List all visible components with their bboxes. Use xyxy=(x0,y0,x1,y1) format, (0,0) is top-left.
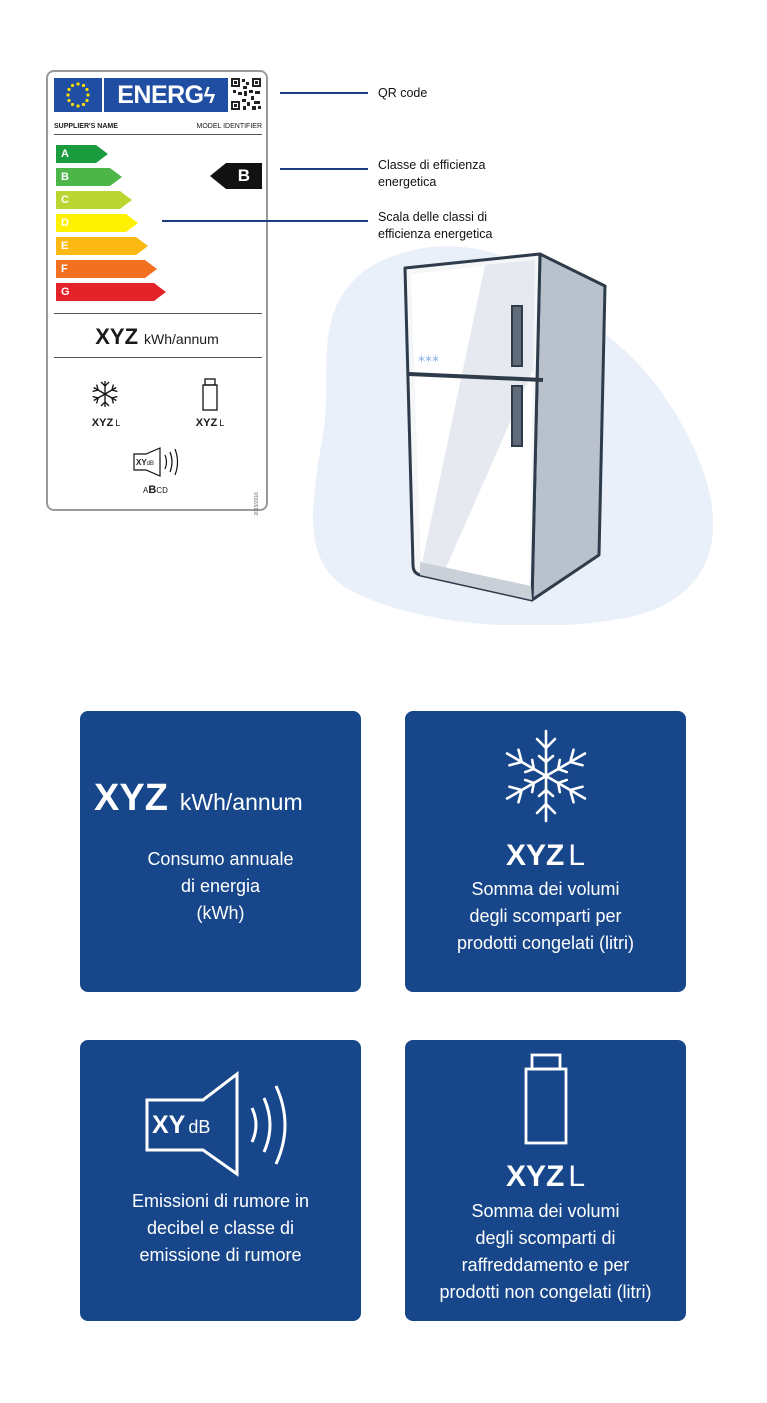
regulation-number: 2019/2016 xyxy=(254,492,260,516)
label-header: ENERGϟ xyxy=(54,78,228,112)
supplier-name: SUPPLIER'S NAME xyxy=(54,123,118,130)
noise-value: XYdB xyxy=(136,458,155,467)
eu-flag-icon xyxy=(54,78,102,112)
milk-carton-icon xyxy=(201,378,219,417)
qr-callout: QR code xyxy=(378,86,428,100)
freezer-stars: *** xyxy=(418,354,439,370)
class-arrow-g: G xyxy=(56,283,166,301)
class-arrow-a: A xyxy=(56,145,108,163)
noise-class-scale: ABCD xyxy=(143,484,168,496)
snowflake-icon xyxy=(90,379,120,414)
class-arrow-e: E xyxy=(56,237,148,255)
milk-carton-icon xyxy=(522,1052,570,1151)
scale-callout: Scala delle classi di efficienza energet… xyxy=(378,210,493,241)
class-callout-line xyxy=(280,168,368,170)
energy-title: ENERGϟ xyxy=(104,78,228,112)
scale-callout-line xyxy=(162,220,368,222)
speaker-icon xyxy=(132,446,188,483)
divider xyxy=(54,134,262,135)
kwh-value: XYZ xyxy=(95,324,139,349)
kwh-unit: kWh/annum xyxy=(144,331,219,347)
energy-consumption-row: XYZ kWh/annum xyxy=(48,324,266,350)
class-arrow-b: B xyxy=(56,168,122,186)
class-arrow-c: C xyxy=(56,191,132,209)
supplier-row: SUPPLIER'S NAME MODEL IDENTIFIER xyxy=(54,123,262,130)
speaker-icon xyxy=(144,1070,304,1185)
energy-label: ENERGϟ SUPPLIER'S NAME MODEL IDENTIFIER … xyxy=(46,70,268,516)
class-arrow-f: F xyxy=(56,260,157,278)
fridge-illustration: *** xyxy=(313,246,714,625)
current-class-indicator: B xyxy=(210,163,262,189)
qr-code-icon xyxy=(230,77,262,111)
class-callout: Classe di efficienza energetica xyxy=(378,158,486,189)
snowflake-icon xyxy=(501,727,591,830)
qr-callout-line xyxy=(280,92,368,94)
class-arrow-d: D xyxy=(56,214,138,232)
divider xyxy=(54,313,262,314)
model-identifier: MODEL IDENTIFIER xyxy=(196,123,262,130)
divider xyxy=(54,357,262,358)
lightning-icon: ϟ xyxy=(203,83,216,108)
